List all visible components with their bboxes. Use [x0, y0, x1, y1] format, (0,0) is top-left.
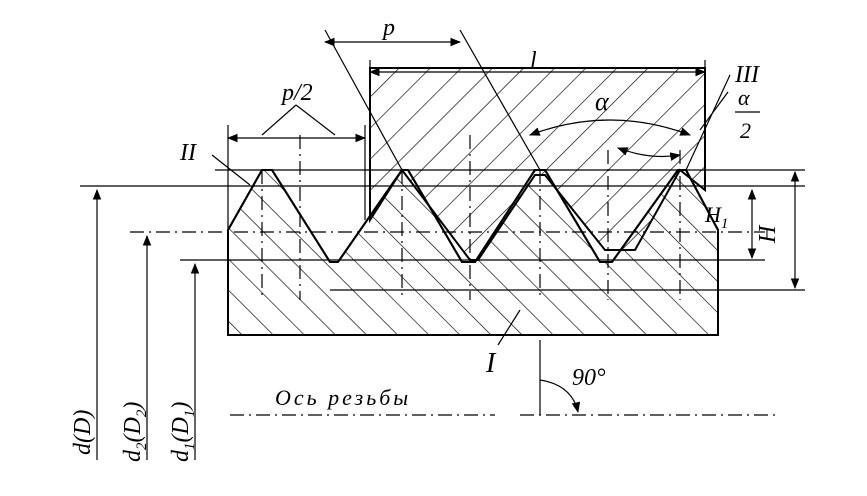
flank-ext-2	[459, 29, 541, 171]
zone-1-leader	[497, 309, 521, 346]
pitch-label: p	[381, 15, 395, 41]
length-label: l	[530, 48, 537, 74]
thread-profile-outline	[227, 169, 719, 263]
half-pitch-leader-1	[261, 104, 297, 136]
zone-2-leader	[211, 154, 251, 186]
flank-ext-1	[324, 29, 403, 171]
zone-3-leader	[699, 91, 729, 131]
flank-ext-3	[685, 74, 731, 171]
zone-3-label: III	[734, 62, 760, 88]
right-angle-label: 90°	[572, 365, 606, 391]
axis-label: Ось резьбы	[275, 385, 411, 410]
half-alpha-numerator: α	[738, 85, 750, 110]
h-label: H	[755, 224, 781, 244]
half-alpha-denominator: 2	[740, 118, 751, 143]
outer-diameter-label: d(D)	[70, 410, 96, 455]
zone-1-label: I	[485, 348, 497, 379]
zone-2-label: II	[179, 140, 197, 166]
half-pitch-leader-2	[295, 104, 336, 136]
pitch-diameter-label: d2(D2)	[120, 402, 150, 462]
alpha-label: α	[595, 87, 610, 116]
alpha-arc	[528, 119, 692, 136]
half-pitch-label: p/2	[280, 80, 313, 106]
h1-label: H1	[704, 202, 728, 232]
right-angle-arc	[539, 379, 581, 414]
half-alpha-arc	[616, 147, 682, 161]
inner-diameter-label: d1(D1)	[168, 402, 198, 462]
